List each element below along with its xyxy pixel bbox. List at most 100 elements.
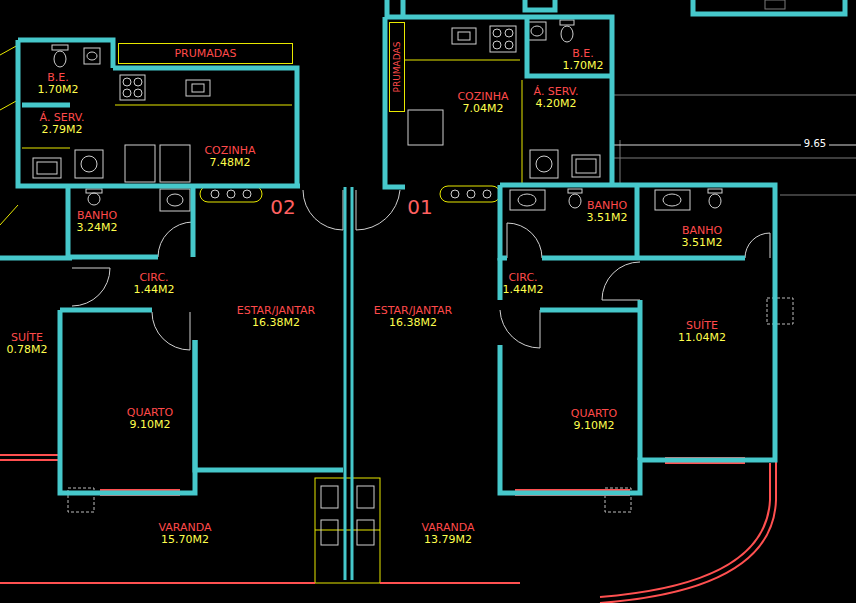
gray-line (620, 140, 621, 185)
gray-line (612, 158, 856, 159)
room-area: 16.38M2 (374, 317, 453, 329)
unit-number: 02 (270, 196, 295, 219)
room-area: 11.04M2 (678, 332, 726, 344)
room-label: BANHO3.51M2 (681, 225, 724, 249)
door-swing (152, 312, 190, 350)
party-wall (345, 187, 352, 580)
room-name: CIRC. (134, 272, 175, 284)
fixture (709, 194, 721, 208)
room-area: 3.51M2 (682, 237, 723, 249)
room-label: ESTAR/JANTAR16.38M2 (236, 305, 317, 329)
window (600, 185, 776, 603)
label-holder: 02 (270, 196, 295, 219)
fixture (572, 155, 600, 177)
room-area: 1.70M2 (38, 84, 79, 96)
counter-line (522, 80, 523, 185)
room-area: 7.48M2 (204, 157, 255, 169)
door-swing (770, 233, 771, 258)
room-area: 2.79M2 (40, 124, 85, 136)
door-swing (303, 190, 343, 230)
fixture (505, 29, 513, 37)
gray-line (765, 0, 785, 9)
fixture (528, 22, 546, 40)
room-label: Á. SERV.2.79M2 (39, 112, 86, 136)
wall (500, 185, 507, 258)
fixture (357, 486, 374, 508)
fixture (186, 80, 210, 96)
fixture (54, 51, 66, 67)
door-swing (500, 310, 540, 348)
wall (693, 0, 845, 14)
room-label: QUARTO9.10M2 (570, 408, 618, 432)
door-swing (602, 262, 640, 300)
fixture (81, 156, 97, 172)
wall (22, 103, 70, 108)
window (0, 455, 58, 460)
fixture (408, 110, 443, 145)
counter-line (0, 45, 18, 55)
fixture (458, 32, 470, 40)
fixture (86, 189, 102, 193)
fixture (33, 158, 61, 178)
fixture (452, 28, 476, 44)
label-holder: 01 (407, 196, 432, 219)
shaft-box: PRUMADAS (389, 22, 405, 112)
wall (385, 17, 405, 187)
wall (638, 300, 643, 460)
fixture (576, 159, 596, 173)
fixture (120, 75, 145, 100)
wall (385, 0, 390, 17)
fixture (490, 26, 516, 52)
room-label: BANHO3.51M2 (586, 200, 629, 224)
fixture (211, 190, 219, 198)
party-wall (344, 187, 347, 580)
room-label: CIRC.1.44M2 (133, 272, 176, 296)
fixture (134, 78, 142, 86)
fixture (493, 41, 501, 49)
wall (635, 185, 640, 258)
fixture (536, 156, 552, 172)
room-label: BANHO3.24M2 (76, 210, 119, 234)
room-label: B.E.1.70M2 (37, 72, 80, 96)
gray-line (612, 95, 856, 96)
fixture (568, 189, 582, 193)
label-holder: 9.65 (801, 138, 829, 150)
fixture (75, 150, 103, 178)
room-label: Á. SERV.4.20M2 (533, 86, 580, 110)
room-label: CIRC.1.44M2 (502, 272, 545, 296)
room-area: 3.24M2 (77, 222, 118, 234)
fixture (321, 520, 338, 545)
shaft-name: PRUMADAS (174, 48, 236, 60)
fixture (467, 190, 475, 198)
party-wall (351, 187, 354, 580)
wall (498, 258, 503, 300)
fixture (505, 41, 513, 49)
fixture (125, 145, 155, 182)
wall (525, 0, 555, 10)
counter-line (0, 205, 18, 225)
room-name: B.E. (563, 48, 604, 60)
door-swing (158, 222, 193, 257)
room-area: 7.04M2 (457, 103, 508, 115)
fixture (33, 20, 722, 545)
room-name: VARANDA (158, 522, 211, 534)
room-area: 1.44M2 (503, 284, 544, 296)
wall (401, 0, 406, 17)
room-label: VARANDA13.79M2 (420, 522, 475, 546)
door-swing (356, 190, 400, 230)
wall (195, 340, 343, 470)
wall (113, 68, 297, 187)
room-name: BANHO (587, 200, 628, 212)
room-name: VARANDA (421, 522, 474, 534)
fixture (167, 194, 183, 206)
dashed-column (767, 298, 793, 324)
counter-line (22, 148, 70, 149)
room-label: ESTAR/JANTAR16.38M2 (373, 305, 454, 329)
door-swing (343, 190, 344, 230)
door-swing (602, 300, 640, 301)
wall (191, 186, 196, 257)
